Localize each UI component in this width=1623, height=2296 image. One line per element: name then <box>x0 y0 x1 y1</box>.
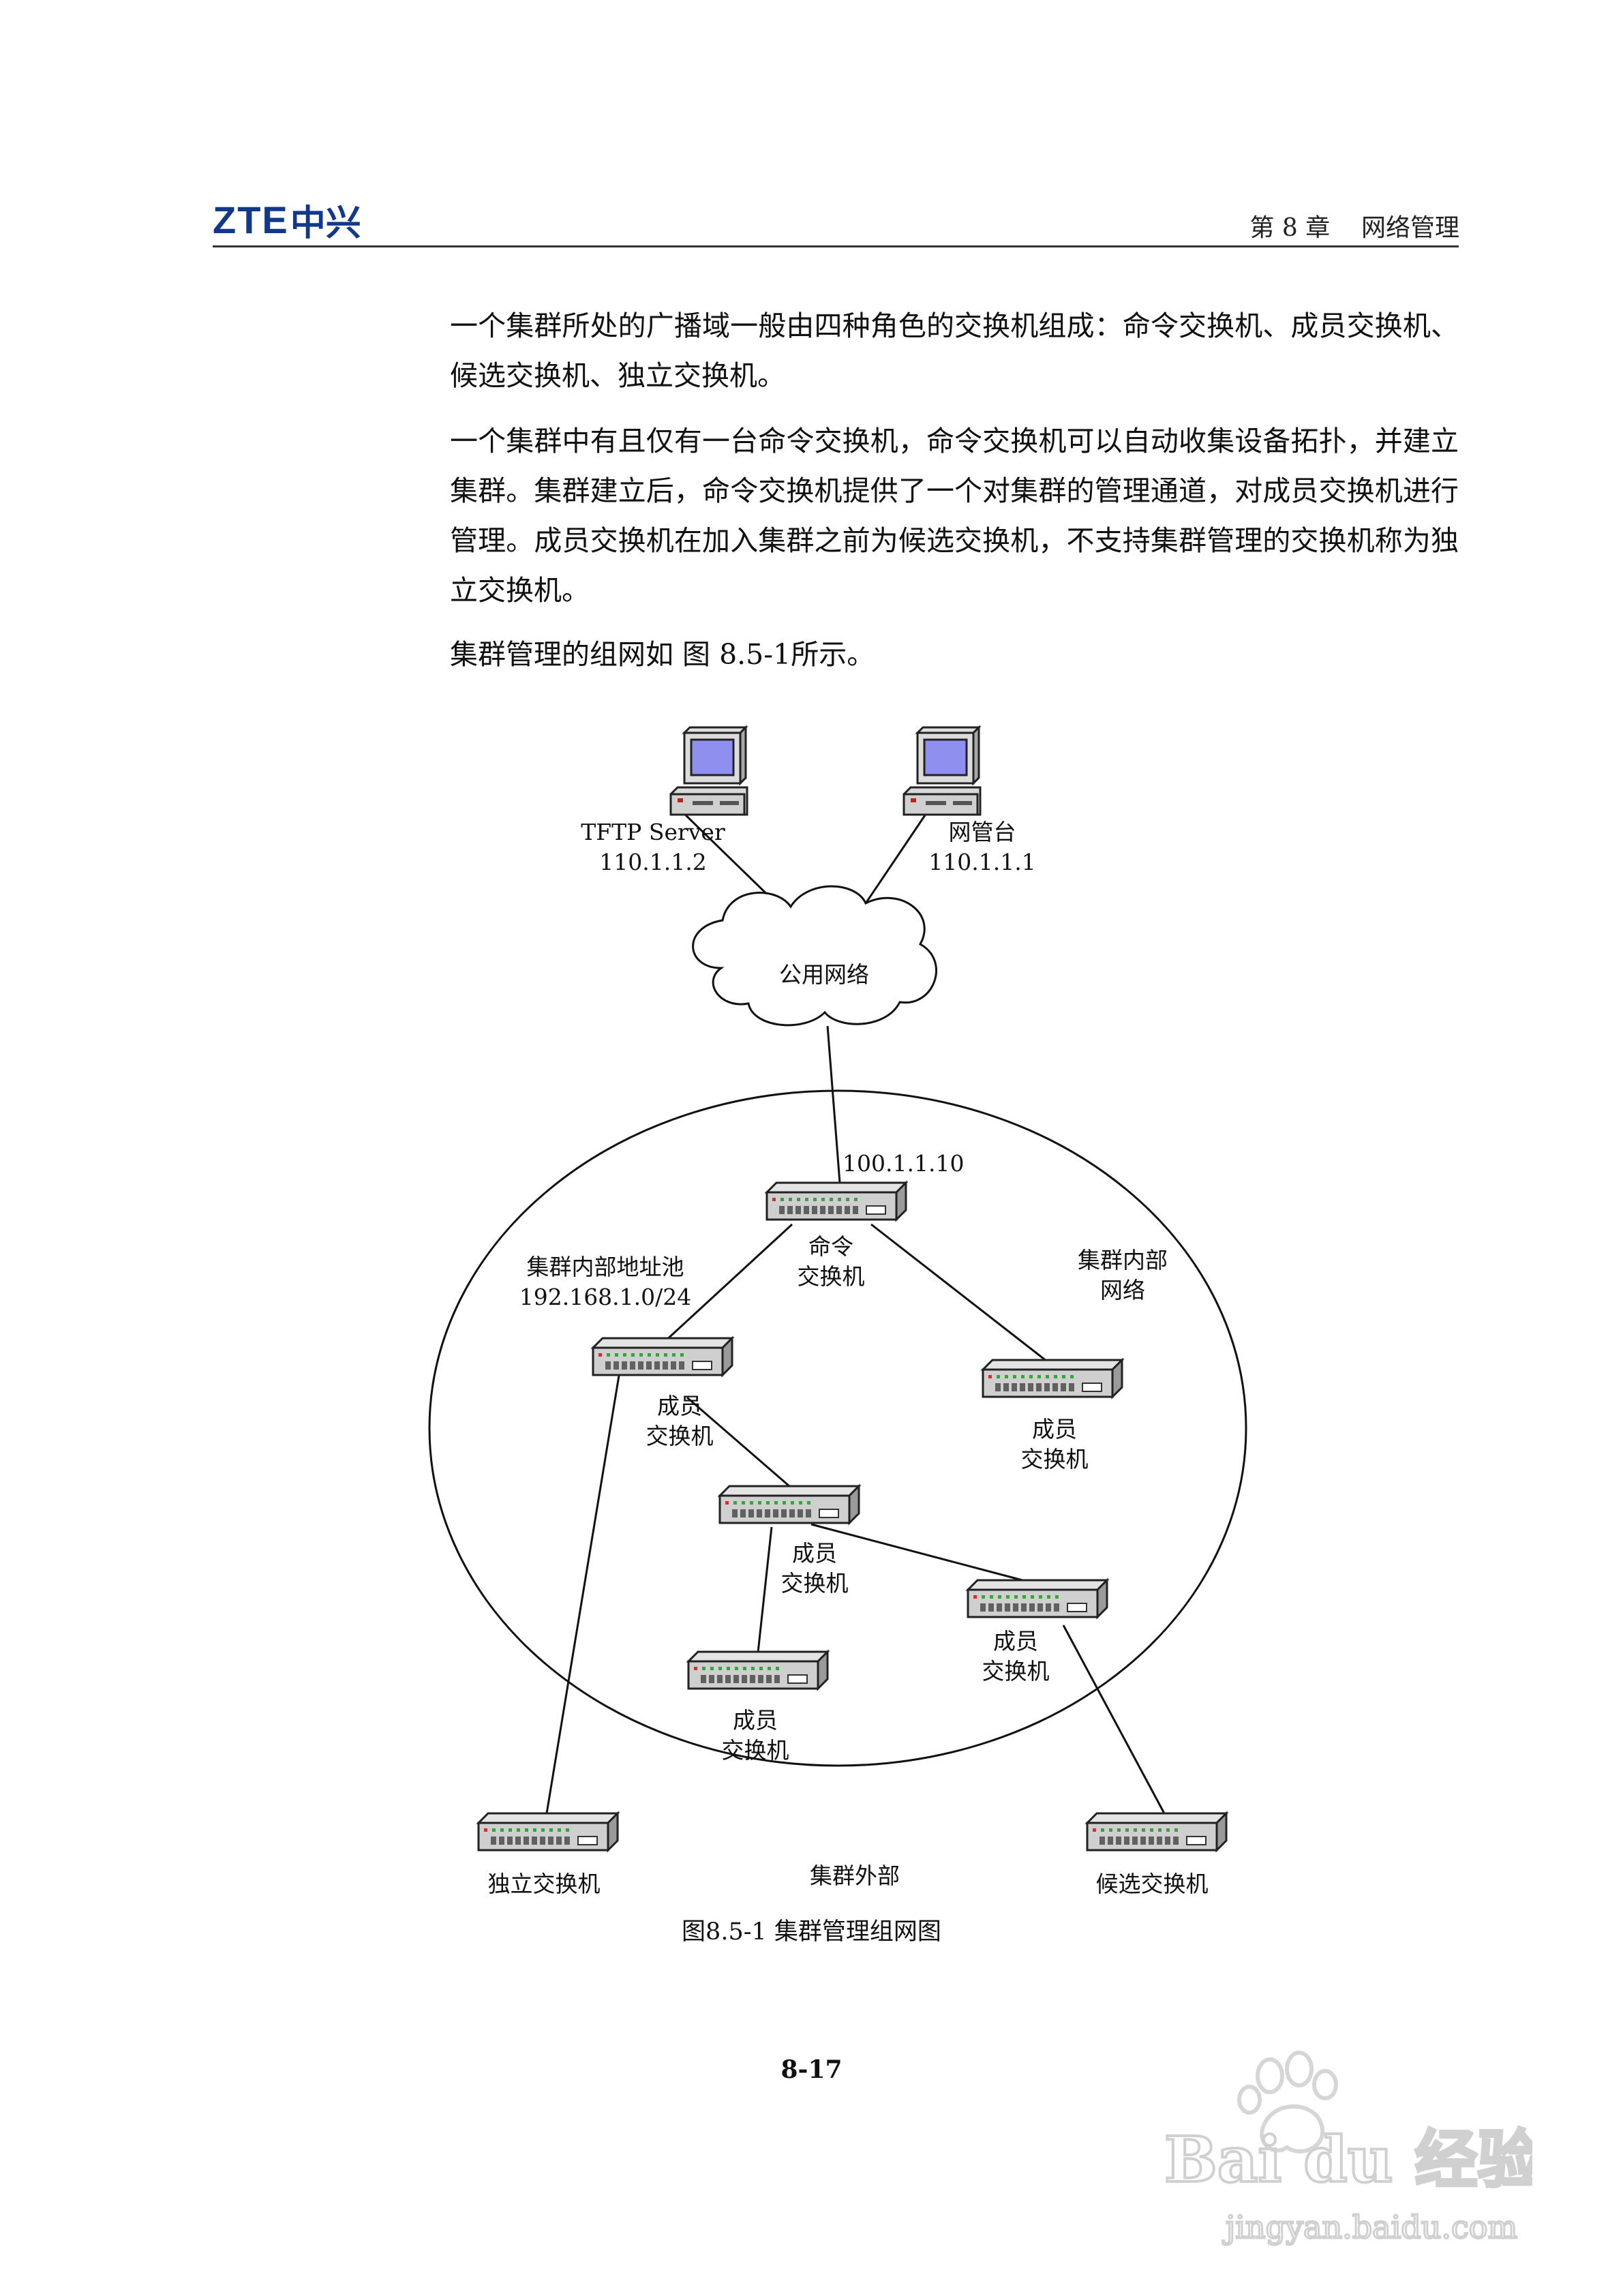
member-switch-label-l2: 交换机 <box>982 1658 1050 1685</box>
tftp-server-ip: 110.1.1.2 <box>599 849 706 875</box>
member-switch-icon <box>718 1485 860 1524</box>
member-switch-icon <box>687 1650 829 1690</box>
logo-cn-text: 中兴 <box>290 202 361 244</box>
logo-latin-text: ZTE <box>213 198 289 241</box>
member-switch-label-l1: 成员 <box>792 1540 837 1567</box>
member-switch-label-l1: 成员 <box>657 1393 702 1419</box>
address-pool-subnet: 192.168.1.0/24 <box>519 1284 692 1310</box>
link-command-member1 <box>663 1223 793 1343</box>
standalone-switch-icon <box>477 1812 619 1852</box>
member-switch-label-l1: 成员 <box>733 1707 778 1734</box>
command-switch-label-l2: 交换机 <box>798 1263 865 1290</box>
link-member5-candidate <box>1062 1625 1166 1814</box>
link-command-member2 <box>870 1223 1050 1365</box>
member-switch-label-l2: 交换机 <box>781 1570 849 1597</box>
nms-console-computer-icon <box>902 726 982 816</box>
member-switch-label-l2: 交换机 <box>646 1423 714 1449</box>
tftp-server-computer-icon <box>669 726 748 816</box>
link-nms-cloud <box>863 811 929 906</box>
member-switch-icon <box>967 1579 1108 1618</box>
header-divider <box>213 245 1459 247</box>
link-member3-member4 <box>757 1526 773 1653</box>
cluster-boundary-ellipse <box>428 1089 1247 1767</box>
paragraph-figure-reference: 集群管理的组网如 图 8.5-1所示。 <box>450 638 875 671</box>
cluster-external-label: 集群外部 <box>810 1862 900 1889</box>
paragraph-cluster-description: 一个集群中有且仅有一台命令交换机，命令交换机可以自动收集设备拓扑，并建立集群。集… <box>450 425 1459 607</box>
internal-network-label-l2: 网络 <box>1100 1277 1145 1303</box>
link-tftp-cloud <box>680 810 781 908</box>
link-member1-standalone <box>545 1375 620 1814</box>
public-network-label: 公用网络 <box>779 961 869 988</box>
member-switch-label-l1: 成员 <box>993 1628 1038 1655</box>
link-member3-member5 <box>810 1523 1023 1582</box>
page-number: 8-17 <box>780 2055 843 2084</box>
figure-caption: 图8.5-1 集群管理组网图 <box>682 1918 941 1946</box>
internal-network-label-l1: 集群内部 <box>1078 1247 1168 1273</box>
command-switch-icon <box>765 1181 907 1221</box>
member-switch-icon <box>592 1337 733 1376</box>
address-pool-label: 集群内部地址池 <box>527 1254 684 1280</box>
chapter-title: 第 8 章 网络管理 <box>1249 214 1459 242</box>
standalone-switch-label: 独立交换机 <box>488 1871 601 1897</box>
command-switch-label-l1: 命令 <box>808 1233 853 1260</box>
member-switch-icon <box>982 1359 1123 1398</box>
candidate-switch-label: 候选交换机 <box>1096 1871 1209 1897</box>
member-switch-label-l1: 成员 <box>1032 1416 1077 1442</box>
public-network-cloud <box>692 885 937 1027</box>
link-member1-member3 <box>686 1396 790 1487</box>
member-switch-label-l2: 交换机 <box>722 1737 789 1764</box>
tftp-server-label: TFTP Server <box>581 819 725 845</box>
candidate-switch-icon <box>1086 1812 1228 1852</box>
nms-console-ip: 110.1.1.1 <box>928 849 1035 875</box>
link-cloud-command <box>826 1025 841 1183</box>
command-switch-ip: 100.1.1.10 <box>843 1150 964 1177</box>
nms-console-label: 网管台 <box>949 819 1016 845</box>
member-switch-label-l2: 交换机 <box>1021 1446 1089 1472</box>
paragraph-roles: 一个集群所处的广播域一般由四种角色的交换机组成：命令交换机、成员交换机、候选交换… <box>450 309 1459 392</box>
zte-logo: ZTE 中兴 <box>213 198 361 244</box>
